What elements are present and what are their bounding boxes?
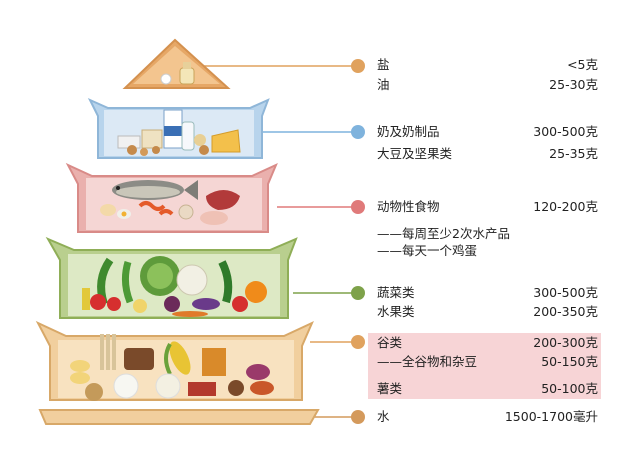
label-oil: 油 [377,77,390,92]
tier-veg-fruit [45,236,298,319]
dot-water [351,410,365,424]
salt-shaker-icon [160,62,195,85]
label-soy-nuts: 大豆及坚果类 [377,146,453,161]
note-egg: ——每天一个鸡蛋 [377,243,478,258]
note-aquatic: ——每周至少2次水产品 [377,226,510,241]
amount-grains: 200-300克 [533,335,598,350]
label-whole-grains: ——全谷物和杂豆 [377,354,478,369]
tier-grain [35,320,314,401]
label-animal-food: 动物性食物 [377,199,440,214]
label-vegetables: 蔬菜类 [377,285,415,300]
corn-icon [164,341,191,375]
bread-icon [124,348,226,376]
fish-icon [112,180,198,200]
dot-salt [351,59,365,73]
amount-animal-food: 120-200克 [533,199,598,214]
dot-meat [351,200,365,214]
amount-tubers: 50-100克 [541,381,598,396]
label-dairy: 奶及奶制品 [377,124,440,139]
dot-veg [351,286,365,300]
label-fruits: 水果类 [377,304,415,319]
milk-carton-icon [163,109,195,151]
label-tubers: 薯类 [377,381,403,396]
amount-dairy: 300-500克 [533,124,598,139]
amount-whole-grains: 50-150克 [541,354,598,369]
dot-dairy [351,125,365,139]
amount-oil: 25-30克 [549,77,598,92]
tier-water [38,409,320,425]
label-salt: 盐 [377,57,390,72]
dot-grain [351,335,365,349]
label-grains: 谷类 [377,335,403,350]
tier-dairy-soy [87,97,270,159]
tier-salt-oil [122,38,231,89]
amount-water: 1500-1700毫升 [504,409,598,424]
label-water: 水 [377,409,390,424]
grain-highlight-box [368,333,601,399]
cabbage-icon [140,256,180,296]
amount-soy-nuts: 25-35克 [549,146,598,161]
amount-fruits: 200-350克 [533,304,598,319]
amount-vegetables: 300-500克 [533,285,598,300]
tier-animal [65,162,278,233]
amount-salt: <5克 [567,57,598,72]
